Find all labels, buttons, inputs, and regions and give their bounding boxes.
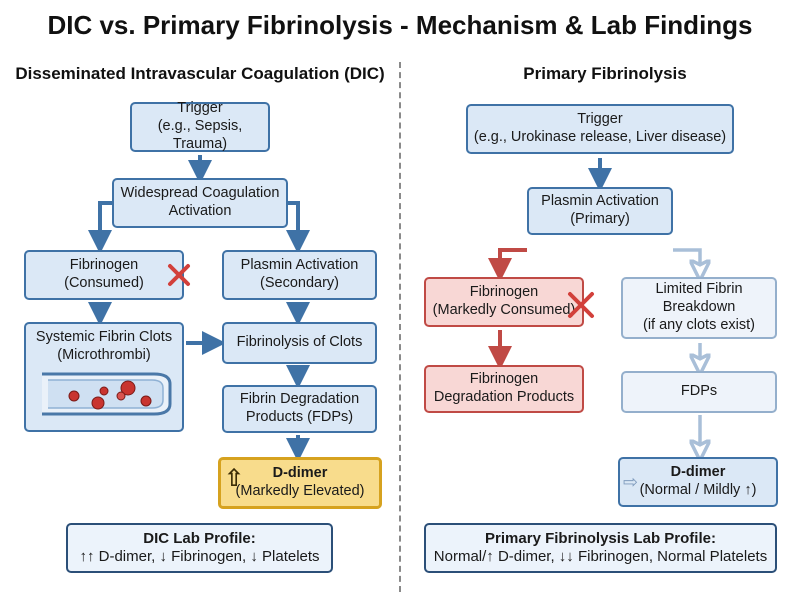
pf-trigger-title: Trigger: [577, 111, 623, 128]
pf-plasmin-title: Plasmin Activation: [541, 193, 659, 210]
dic-plasmin-title: Plasmin Activation: [240, 257, 359, 274]
column-divider: [399, 62, 401, 592]
pf-lab-profile: Primary Fibrinolysis Lab Profile: Normal…: [424, 523, 777, 573]
arrow-coagulation-to-plasmin: [286, 201, 310, 254]
dic-fdps-box: Fibrin Degradation Products (FDPs): [222, 385, 377, 433]
dic-plasmin-box: Plasmin Activation (Secondary): [222, 250, 377, 300]
dic-fibrinogen-title: Fibrinogen: [69, 257, 139, 274]
dic-profile-values: ↑↑ D-dimer, ↓ Fibrinogen, ↓ Platelets: [79, 548, 320, 565]
red-x-icon: [168, 264, 190, 286]
dic-lab-profile: DIC Lab Profile: ↑↑ D-dimer, ↓ Fibrinoge…: [66, 523, 333, 573]
pf-products-line1: Fibrinogen: [469, 371, 539, 388]
dic-clots-title: Systemic Fibrin Clots: [35, 329, 173, 345]
pf-ddimer-box: D-dimer (Normal / Mildly ↑): [618, 457, 778, 507]
blood-vessel-icon: [42, 372, 172, 416]
dic-fdps-line1: Fibrin Degradation: [239, 391, 360, 408]
arrow-pf-plasmin-to-fibrinogen: [488, 248, 527, 282]
dic-ddimer-detail: (Markedly Elevated): [235, 483, 365, 499]
dic-fibrinolysis-label: Fibrinolysis of Clots: [236, 334, 363, 351]
arrow-coagulation-to-fibrinogen: [88, 201, 112, 254]
pf-fibrinogen-products-box: Fibrinogen Degradation Products: [424, 365, 584, 413]
dic-coagulation-line2: Activation: [168, 203, 232, 219]
dic-trigger-title: Trigger: [177, 100, 223, 117]
pf-fdps-box: FDPs: [621, 371, 777, 413]
pf-ddimer-title: D-dimer: [670, 464, 726, 481]
pf-fdps-label: FDPs: [680, 383, 718, 400]
dic-coagulation-line1: Widespread Coagulation: [120, 185, 280, 202]
red-x-icon: [568, 292, 594, 318]
pf-fibrinogen-box: Fibrinogen (Markedly Consumed): [424, 277, 584, 327]
dic-plasmin-detail: (Secondary): [260, 275, 339, 291]
page-title: DIC vs. Primary Fibrinolysis - Mechanism…: [47, 10, 753, 40]
dic-fibrinogen-detail: (Consumed): [64, 275, 144, 291]
pf-fibrinogen-title: Fibrinogen: [469, 284, 539, 301]
dic-trigger-box: Trigger (e.g., Sepsis, Trauma): [130, 100, 270, 152]
pf-profile-values: Normal/↑ D-dimer, ↓↓ Fibrinogen, Normal …: [433, 548, 768, 565]
dic-fdps-line2: Products (FDPs): [245, 409, 354, 425]
dic-clots-detail: (Microthrombi): [57, 346, 151, 363]
pf-limited-box: Limited Fibrin Breakdown (if any clots e…: [621, 277, 777, 339]
dic-profile-title: DIC Lab Profile:: [143, 529, 256, 547]
dic-ddimer-title: D-dimer: [272, 465, 328, 482]
up-arrow-icon: ⇧: [224, 465, 245, 492]
dic-column-heading: Disseminated Intravascular Coagulation (…: [15, 64, 385, 83]
pf-plasmin-box: Plasmin Activation (Primary): [527, 187, 673, 235]
dic-trigger-detail: (e.g., Sepsis, Trauma): [157, 118, 243, 152]
pf-limited-line2: Breakdown: [662, 299, 736, 316]
pf-profile-title: Primary Fibrinolysis Lab Profile:: [485, 529, 716, 547]
pf-limited-line3: (if any clots exist): [643, 316, 755, 333]
pf-fibrinogen-detail: (Markedly Consumed): [432, 302, 576, 318]
dic-coagulation-box: Widespread Coagulation Activation: [112, 178, 288, 228]
dic-ddimer-box: D-dimer (Markedly Elevated): [218, 457, 382, 509]
pf-trigger-box: Trigger (e.g., Urokinase release, Liver …: [466, 104, 734, 154]
pf-limited-line1: Limited Fibrin: [655, 281, 743, 298]
pf-plasmin-detail: (Primary): [570, 211, 630, 227]
dic-fibrinogen-box: Fibrinogen (Consumed): [24, 250, 184, 300]
pf-column-heading: Primary Fibrinolysis: [523, 64, 687, 83]
pf-ddimer-detail: (Normal / Mildly ↑): [639, 482, 757, 498]
pf-products-line2: Degradation Products: [433, 389, 575, 405]
pf-trigger-detail: (e.g., Urokinase release, Liver disease): [473, 129, 727, 145]
dic-fibrinolysis-box: Fibrinolysis of Clots: [222, 322, 377, 364]
arrow-pf-plasmin-to-limited: [673, 248, 700, 270]
right-arrow-icon: ⇨: [623, 472, 639, 492]
